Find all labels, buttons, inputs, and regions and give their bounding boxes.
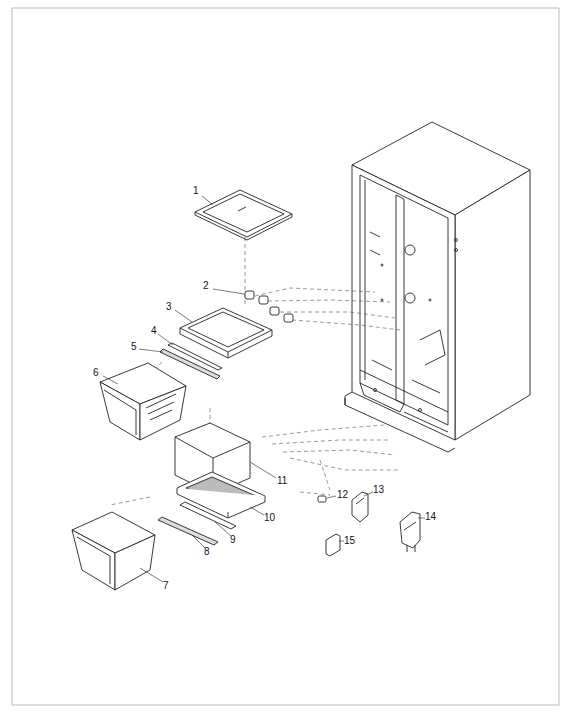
- callout-number: 11: [277, 475, 287, 486]
- cabinet: [345, 122, 530, 452]
- callout-number: 15: [344, 535, 355, 546]
- callout-number: 8: [204, 546, 210, 557]
- callout-number: 13: [373, 484, 384, 495]
- shelf-trim: [160, 343, 222, 379]
- tray-trim: [158, 502, 236, 545]
- callout-number: 10: [264, 512, 275, 523]
- callout-number: 9: [230, 534, 236, 545]
- callout-number: 2: [203, 280, 209, 291]
- leader-lines: [103, 196, 425, 582]
- callout-number: 7: [163, 580, 169, 591]
- callout-number: 6: [93, 367, 99, 378]
- glass-shelf: [195, 190, 292, 240]
- shelf-frame: [180, 308, 272, 358]
- callout-number: 4: [151, 325, 157, 336]
- callout-number: 1: [193, 185, 199, 196]
- callout-number: 12: [337, 489, 348, 500]
- callout-number: 5: [131, 341, 137, 352]
- small-parts: [318, 492, 420, 556]
- callout-number: 14: [425, 511, 436, 522]
- shelf-supports: [245, 291, 293, 322]
- lower-drawer: [72, 512, 155, 590]
- callout-number: 3: [166, 301, 172, 312]
- crisper-drawer: [100, 363, 186, 440]
- crisper-tray: [177, 472, 265, 518]
